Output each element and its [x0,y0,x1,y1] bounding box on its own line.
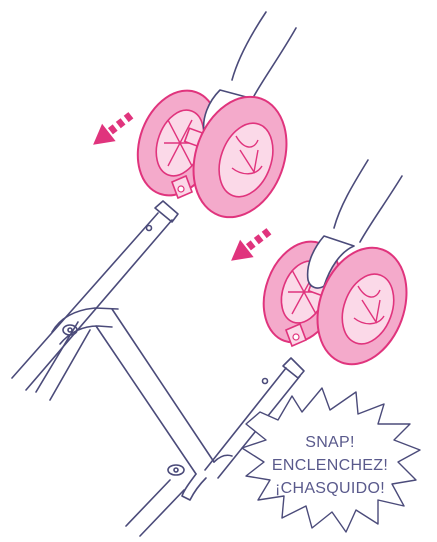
starburst-icon [241,387,421,533]
lower-hand [306,235,355,289]
dashed-arrow-icon [231,228,272,261]
bottom-foot [181,454,233,501]
cross-bar-pin [67,327,73,333]
sound-line-1: SNAP! [305,434,355,451]
lower-wheel-assembly [262,159,408,366]
upper-front-spokes [231,135,263,175]
lower-arm [333,159,403,243]
bottom-pin [173,467,179,473]
lower-front-spokes [353,285,385,325]
right-leg-socket [282,357,305,379]
left-leg-pin [145,224,153,232]
sound-callout: SNAP! ENCLENCHEZ! ¡CHASQUIDO! [241,387,421,533]
stroller-frame [11,200,305,537]
lower-leg [125,479,185,537]
right-leg-pin [261,377,269,385]
cross-bar [51,307,119,345]
lower-direction-arrow [231,228,272,261]
upper-direction-arrow [93,112,134,145]
sound-line-3: ¡CHASQUIDO! [275,480,385,497]
left-leg-socket [154,200,179,223]
long-bar [95,308,215,475]
left-leg [11,212,173,391]
cross-bar-joint [62,324,78,336]
lower-socket-hole [292,333,300,341]
upper-arm [231,11,297,97]
middle-leg [35,321,91,401]
bottom-joint [167,464,185,476]
dashed-arrow-icon [93,112,134,145]
sound-line-2: ENCLENCHEZ! [272,457,388,474]
upper-socket-hole [177,185,185,193]
upper-wheel-assembly [136,11,297,219]
